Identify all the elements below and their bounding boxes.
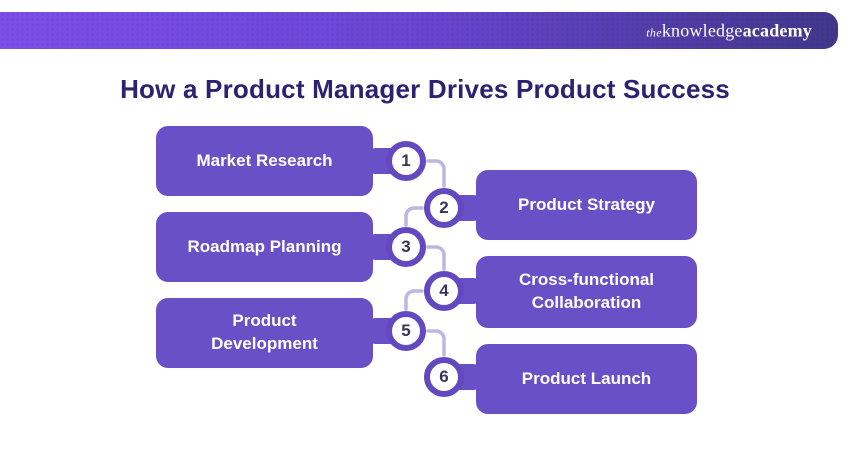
page-title: How a Product Manager Drives Product Suc… [120,74,730,104]
brand-logo-knowledge: knowledge [661,20,743,40]
step-circle-5: 5 [386,311,426,351]
step-box-product-development: Product Development [156,298,373,368]
step-label: Product Launch [521,368,652,388]
step-box-market-research: Market Research [156,126,373,196]
connector-3-4 [426,245,446,271]
connector-4-5 [404,289,424,311]
brand-banner: theknowledgeacademy [0,12,838,49]
brand-logo: theknowledgeacademy [646,20,812,41]
step-circle-3: 3 [386,227,426,267]
step-box-product-launch: Product Launch [476,344,697,414]
step-circle-2: 2 [424,188,464,228]
step-label: Market Research [196,150,333,170]
step-number: 2 [439,198,449,217]
connector-2-3 [404,206,424,227]
brand-logo-the: the [646,25,662,39]
step-label: Roadmap Planning [187,236,342,256]
brand-logo-academy: academy [742,20,812,40]
step-box-cross-functional-collaboration: Cross-functional Collaboration [476,256,697,328]
step-label: Product Strategy [518,194,655,214]
step-circle-4: 4 [424,271,464,311]
connector-5-6 [426,329,446,357]
step-circle-6: 6 [424,357,464,397]
step-circle-1: 1 [386,141,426,181]
step-number: 3 [401,237,411,256]
step-number: 1 [401,151,411,170]
step-box-product-strategy: Product Strategy [476,170,697,240]
step-label: Product Development [211,311,318,353]
step-number: 5 [401,321,411,340]
step-box-roadmap-planning: Roadmap Planning [156,212,373,282]
step-number: 4 [439,281,449,300]
step-number: 6 [439,367,449,386]
step-label: Cross-functional Collaboration [518,270,655,312]
connector-1-2 [426,159,446,188]
